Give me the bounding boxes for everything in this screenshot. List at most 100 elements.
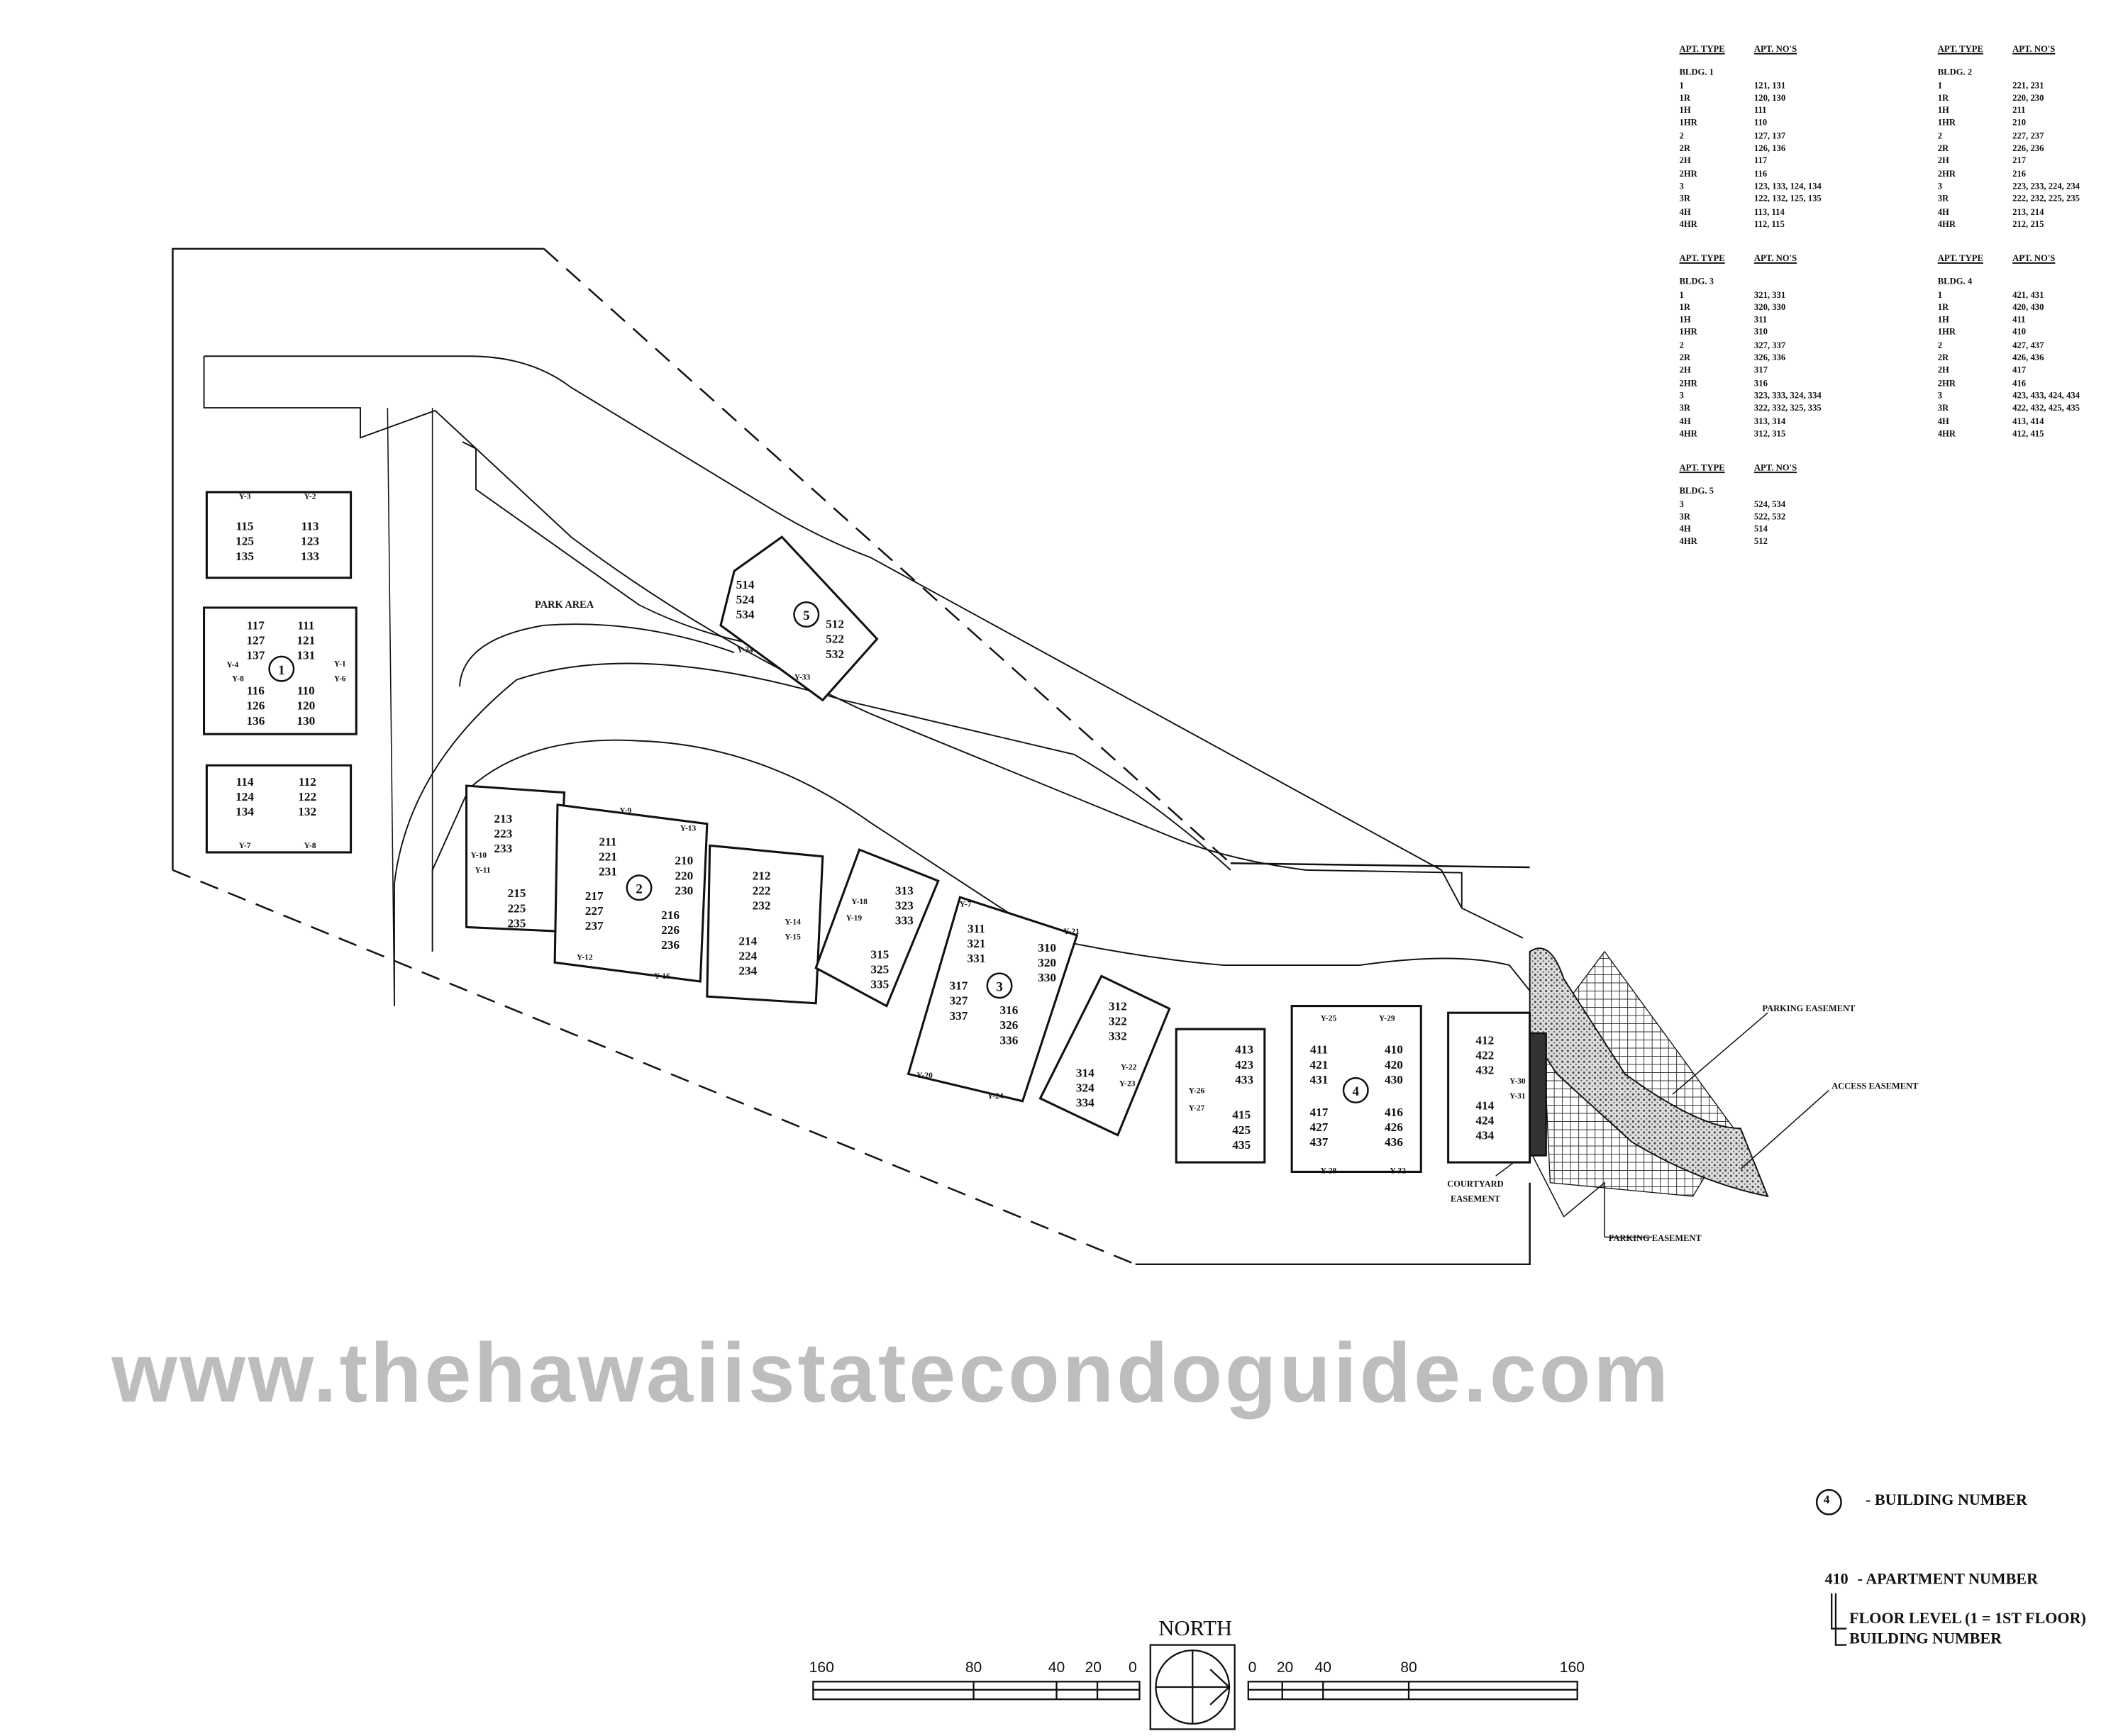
- apt-type: 1: [1937, 290, 1943, 300]
- apartment-number: 534: [736, 608, 755, 621]
- yard-label: Y-10: [470, 852, 487, 860]
- apt-type: 2H: [1679, 366, 1691, 376]
- legend-apartment-example: 410: [1824, 1571, 1849, 1588]
- building-1-wing: [205, 764, 353, 854]
- apt-numbers: 312, 315: [1753, 429, 1786, 439]
- yard-label: Y-33: [794, 674, 811, 682]
- apt-type: 1R: [1679, 303, 1690, 313]
- building-label: BLDG. 1: [1679, 68, 1714, 78]
- apartment-number: 114: [236, 775, 254, 789]
- table-row: 2 227, 237: [1938, 130, 2080, 143]
- building-2-wing: [706, 844, 824, 1005]
- scale-bar: [812, 1644, 1578, 1730]
- apt-type: 2: [1937, 340, 1943, 351]
- scale-tick-label: 160: [809, 1659, 834, 1676]
- building-number-circle-icon: [1342, 1076, 1369, 1103]
- apt-type: 2: [1937, 131, 1943, 141]
- building-number: 2: [636, 881, 643, 896]
- apt-nos-header: APT. NO'S: [1753, 463, 1797, 474]
- apt-type: 3R: [1937, 404, 1949, 414]
- legend-building-number: - BUILDING NUMBER: [1866, 1492, 2027, 1509]
- leader-line: [1495, 1012, 1829, 1238]
- apt-numbers: 316: [1753, 379, 1768, 389]
- apartment-number: 112: [299, 775, 316, 789]
- apartment-number: 124: [235, 790, 254, 803]
- yard-label: Y-21: [1063, 928, 1080, 936]
- apartment-number: 117: [247, 619, 265, 633]
- apartment-number: 415: [1232, 1108, 1251, 1122]
- apt-type: 4HR: [1679, 538, 1697, 547]
- apartment-number: 422: [1475, 1048, 1494, 1062]
- scale-tick-label: 0: [1248, 1659, 1257, 1676]
- building-label: BLDG. 2: [1937, 68, 1973, 78]
- park-area-label: PARK AREA: [535, 599, 594, 611]
- apartment-number: 230: [675, 884, 693, 897]
- parking-easement-label: PARKING EASEMENT: [1762, 1003, 1856, 1013]
- building-number-symbol-icon: [1815, 1489, 1842, 1515]
- apartment-number: 115: [236, 520, 254, 533]
- yard-label: Y-9: [619, 806, 631, 815]
- apartment-number: 312: [1109, 999, 1127, 1013]
- yard-label: Y-11: [475, 867, 491, 875]
- apartment-number: 321: [967, 937, 985, 950]
- apt-numbers: 422, 432, 425, 435: [2012, 404, 2080, 414]
- apt-numbers: 112, 115: [1753, 220, 1785, 230]
- apt-type: 3: [1679, 499, 1684, 510]
- apt-type: 4HR: [1937, 429, 1956, 439]
- building-number: 4: [1352, 1084, 1359, 1099]
- apartment-number: 232: [753, 898, 771, 912]
- apartment-number: 217: [585, 889, 604, 903]
- apt-type: 2H: [1937, 157, 1949, 167]
- legend-floor-level: FLOOR LEVEL (1 = 1ST FLOOR): [1849, 1610, 2086, 1628]
- apartment-number: 212: [753, 869, 771, 882]
- building-number: 5: [803, 608, 810, 623]
- apartment-number: 222: [753, 884, 771, 897]
- apartment-number: 317: [950, 979, 968, 993]
- apartment-number: 512: [826, 618, 844, 631]
- apt-numbers: 122, 132, 125, 135: [1753, 194, 1822, 205]
- scale-tick-label: 0: [1128, 1659, 1137, 1676]
- yard-label: Y-19: [846, 914, 863, 923]
- apartment-number: 336: [999, 1033, 1018, 1047]
- parking-easement-label: PARKING EASEMENT: [1609, 1233, 1702, 1243]
- property-line-dashed: [172, 247, 1231, 1265]
- apartment-number: 325: [870, 963, 889, 976]
- apartment-number: 332: [1109, 1030, 1127, 1043]
- apartment-number: 231: [599, 865, 617, 879]
- apartment-number: 524: [736, 593, 755, 606]
- apt-numbers: 123, 133, 124, 134: [1753, 182, 1822, 192]
- apt-numbers: 427, 437: [2012, 340, 2044, 351]
- legend: [1815, 1489, 1847, 1646]
- building-3-wing: [1038, 974, 1171, 1137]
- building-label: BLDG. 3: [1679, 277, 1714, 288]
- yard-label: Y-23: [1119, 1080, 1136, 1089]
- apartment-number: 425: [1232, 1123, 1251, 1137]
- apt-type: 3R: [1679, 512, 1690, 522]
- apt-numbers: 227, 237: [2012, 131, 2044, 141]
- apt-numbers: 327, 337: [1753, 340, 1786, 351]
- apartment-number: 226: [661, 923, 680, 937]
- apartment-number: 210: [675, 854, 693, 867]
- apartment-number: 310: [1038, 941, 1056, 955]
- apt-numbers: 121, 131: [1753, 81, 1786, 91]
- apartment-number: 211: [599, 835, 616, 848]
- apt-type: 1: [1679, 290, 1684, 300]
- apartment-number: 413: [1235, 1043, 1253, 1057]
- apartment-number: 421: [1310, 1058, 1329, 1072]
- apartment-number: 220: [675, 869, 693, 882]
- building-3-wing: [814, 848, 940, 1008]
- apt-type: 2: [1679, 340, 1684, 351]
- apt-numbers: 311: [1753, 316, 1768, 326]
